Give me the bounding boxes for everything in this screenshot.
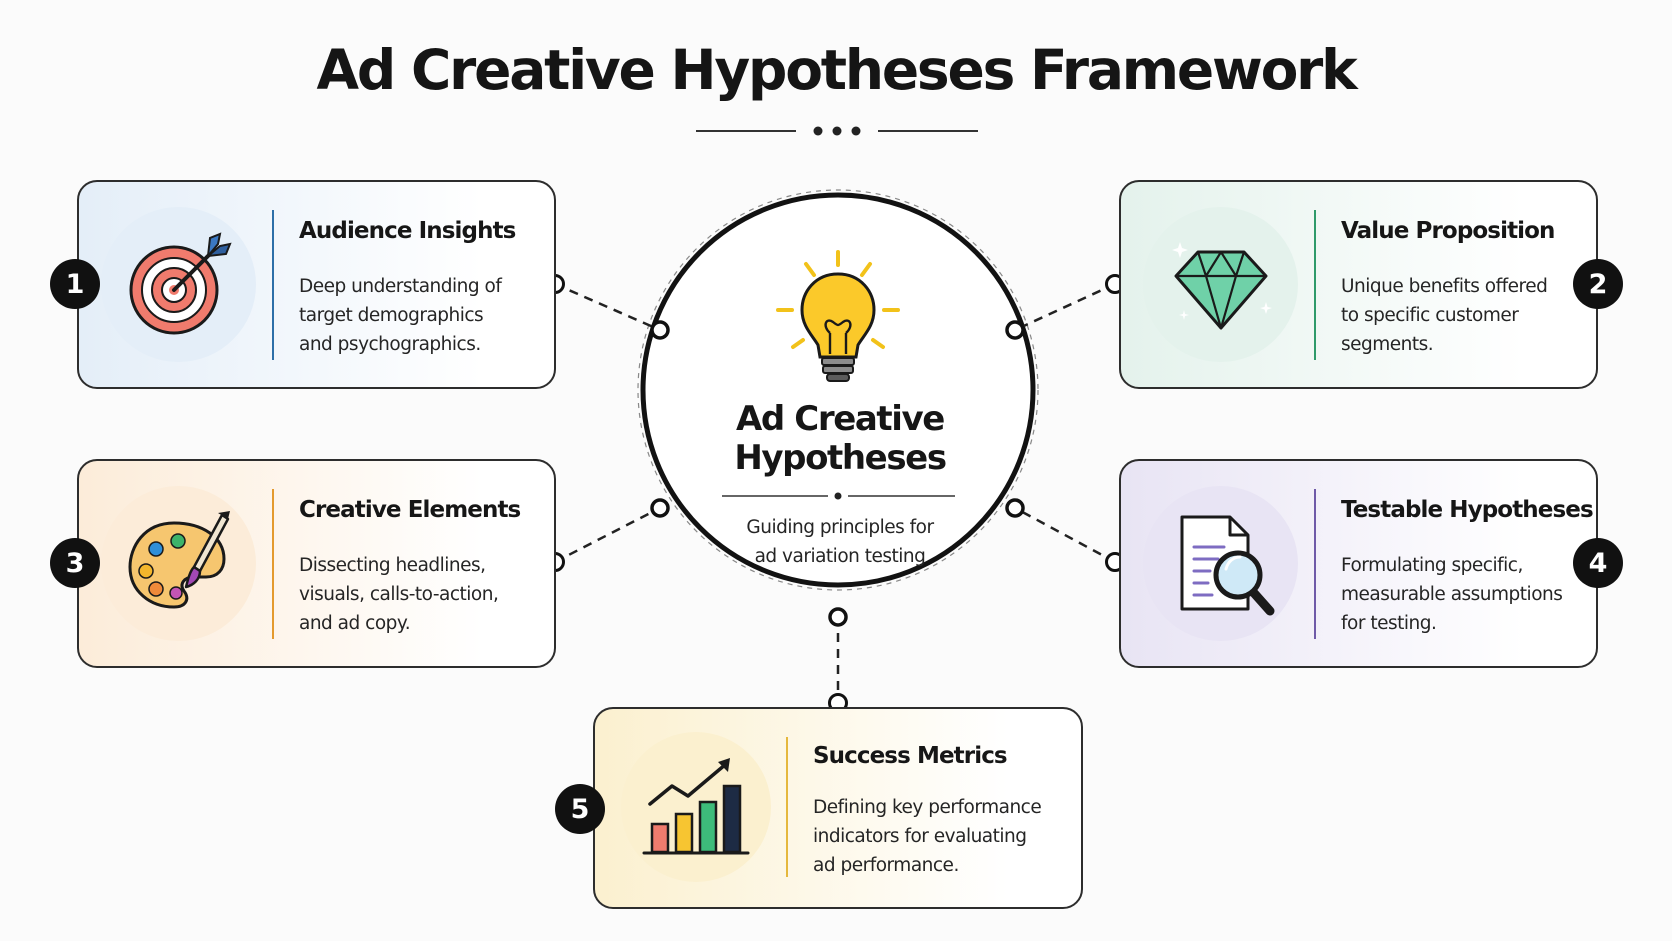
badge-2: 2 [1573,259,1623,309]
connector-3 [554,506,661,564]
card-divider [272,210,274,360]
hub-outer-dashed-ring [637,189,1039,591]
card-description-line: target demographics [299,305,484,326]
card-description: Dissecting headlines, visuals, calls-to-… [299,551,539,638]
card-description-line: for testing. [1341,613,1437,634]
hub-circle [640,192,1036,588]
icon-circle [1143,486,1298,641]
badge-3: 3 [50,538,100,588]
card-description: Formulating specific, measurable assumpt… [1341,551,1581,638]
diamond-icon [1171,241,1272,329]
card-description-line: Formulating specific, [1341,555,1523,576]
card-divider [1314,489,1316,639]
card-description-line: ad performance. [813,855,959,876]
icon-circle [101,207,256,362]
card-title: Value Proposition [1341,218,1555,244]
card-description-line: measurable assumptions [1341,584,1563,605]
card-description-line: and ad copy. [299,613,411,634]
hub-node [650,320,670,340]
document-magnifier-icon [1180,515,1274,615]
card-description-line: Unique benefits offered [1341,276,1548,297]
card-description-line: Defining key performance [813,797,1042,818]
icon-circle [101,486,256,641]
card-divider [1314,210,1316,360]
card-description-line: to specific customer [1341,305,1519,326]
hub-title-line: Ad Creative [736,399,945,439]
card-title: Testable Hypotheses [1341,497,1594,523]
hub-title-line: Hypotheses [734,438,947,478]
page-title: Ad Creative Hypotheses Framework [316,38,1358,102]
card-title: Success Metrics [813,743,1008,769]
title-divider-ornament [696,126,978,136]
card-testable-hypotheses: Testable Hypotheses Formulating specific… [1119,459,1598,668]
card-description-line: visuals, calls-to-action, [299,584,499,605]
paint-palette-icon [127,510,230,609]
card-audience-insights: Audience Insights Deep understanding of … [77,180,556,389]
card-description-line: indicators for evaluating [813,826,1027,847]
icon-circle [621,732,771,882]
target-arrow-icon [129,231,232,334]
hub-subtitle: Guiding principles for ad variation test… [640,513,1040,571]
connector-1 [554,282,661,332]
hub-subtitle-line: Guiding principles for [746,517,934,538]
card-description: Unique benefits offered to specific cust… [1341,272,1581,359]
card-description-line: Dissecting headlines, [299,555,486,576]
hub-node [828,607,848,627]
card-description-line: segments. [1341,334,1434,355]
lightbulb-icon [776,250,900,382]
card-description: Deep understanding of target demographic… [299,272,539,359]
hub-divider [722,492,955,500]
card-divider [272,489,274,639]
card-divider [786,737,788,877]
hub-node [650,498,670,518]
card-title: Audience Insights [299,218,516,244]
card-description-line: and psychographics. [299,334,481,355]
connector-2 [1014,282,1116,332]
hub-node [1005,320,1025,340]
hub-subtitle-line: ad variation testing [754,546,926,567]
icon-circle [1143,207,1298,362]
growth-chart-icon [642,758,750,855]
badge-1: 1 [50,259,100,309]
card-description: Defining key performance indicators for … [813,793,1073,880]
card-value-proposition: Value Proposition Unique benefits offere… [1119,180,1598,389]
card-success-metrics: Success Metrics Defining key performance… [593,707,1083,909]
badge-5: 5 [555,784,605,834]
card-title: Creative Elements [299,497,521,523]
hub-title: Ad Creative Hypotheses [640,400,1040,478]
hub-node [1005,498,1025,518]
badge-4: 4 [1573,538,1623,588]
card-description-line: Deep understanding of [299,276,502,297]
connector-4 [1014,506,1116,564]
card-creative-elements: Creative Elements Dissecting headlines, … [77,459,556,668]
